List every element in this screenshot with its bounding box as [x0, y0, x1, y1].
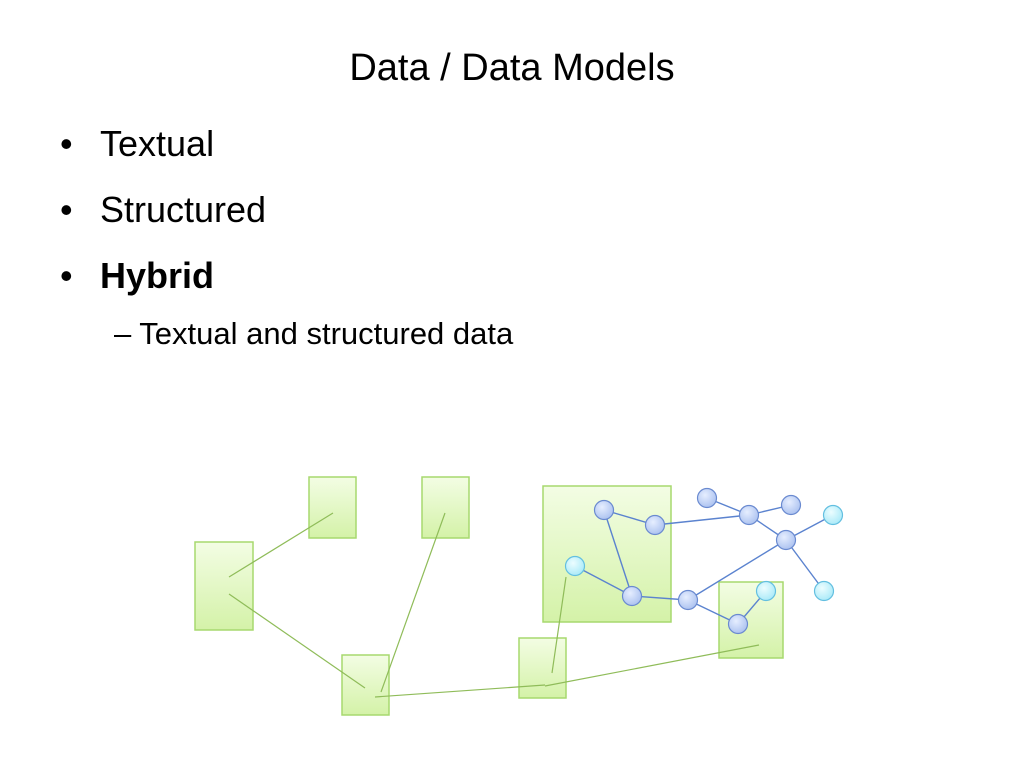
document-link	[380, 512, 446, 693]
graph-link	[654, 514, 750, 526]
graph-node	[738, 504, 760, 526]
document-box	[518, 637, 567, 699]
bullet-label: Hybrid	[100, 255, 215, 296]
graph-node	[696, 487, 718, 509]
document-link	[551, 576, 567, 674]
document-box	[194, 541, 254, 631]
document-links	[228, 512, 760, 698]
bullet-structured: • Structured	[58, 186, 266, 234]
graph-link	[574, 565, 633, 597]
document-link	[374, 684, 546, 698]
graph-node	[593, 499, 615, 521]
graph-node-light	[822, 504, 844, 526]
graph-node	[780, 494, 802, 516]
bullet-textual: • Textual	[58, 120, 266, 168]
graph-node	[621, 585, 643, 607]
bullet-dot: •	[60, 189, 73, 230]
document-boxes	[194, 476, 784, 716]
document-link	[228, 593, 366, 689]
graph-link	[785, 539, 825, 592]
bullet-dot: •	[60, 255, 73, 296]
graph-node	[775, 529, 797, 551]
graph-node	[677, 589, 699, 611]
graph-node-light	[755, 580, 777, 602]
graph-node-light	[813, 580, 835, 602]
document-box	[421, 476, 470, 539]
graph-node	[727, 613, 749, 635]
bullet-label: Structured	[100, 189, 267, 230]
document-link	[228, 512, 334, 578]
bullet-label: Textual	[100, 123, 215, 164]
document-link	[544, 644, 760, 687]
sub-bullet-hybrid-detail: – Textual and structured data	[114, 316, 514, 351]
document-box	[308, 476, 357, 539]
bullet-dot: •	[60, 123, 73, 164]
graph-node	[644, 514, 666, 536]
graph-link	[603, 509, 633, 597]
graph-link	[687, 539, 787, 601]
graph-node-light	[564, 555, 586, 577]
document-box	[341, 654, 390, 716]
graph-nodes	[564, 487, 844, 635]
slide-title: Data / Data Models	[349, 47, 675, 89]
bullet-hybrid: • Hybrid	[58, 252, 266, 300]
bullet-list: • Textual • Structured • Hybrid	[58, 120, 266, 318]
